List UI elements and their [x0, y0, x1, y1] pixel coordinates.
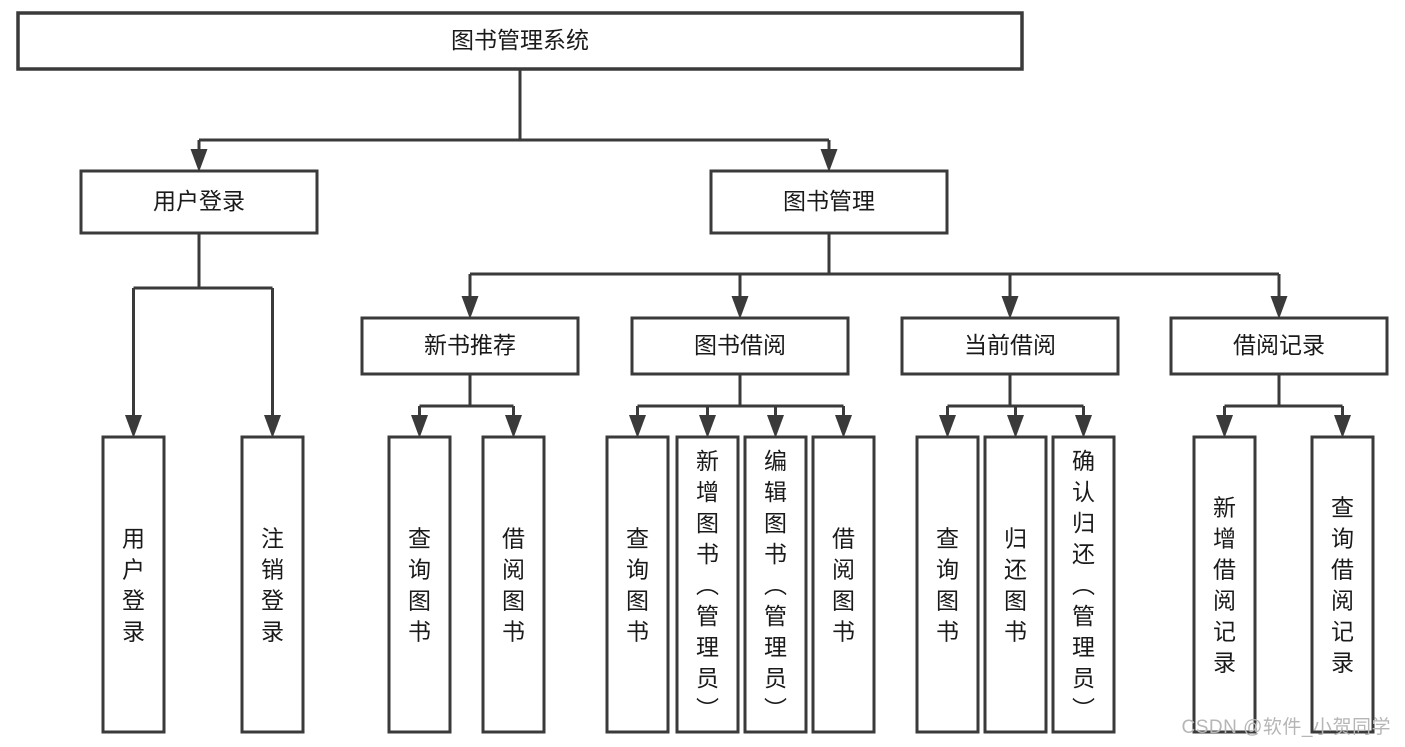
- node-current[interactable]: 当前借阅: [900, 316, 1120, 376]
- node-box[interactable]: [1310, 435, 1375, 734]
- node-box[interactable]: [387, 435, 452, 734]
- connector-group-records: [1216, 374, 1351, 438]
- node-box[interactable]: [79, 169, 319, 235]
- node-leaf-borrow-add[interactable]: 新增图书︵管理员︶: [675, 435, 740, 734]
- node-leaf-current-query[interactable]: 查询图书: [915, 435, 980, 734]
- arrow-head-icon: [731, 296, 749, 319]
- node-label: 查询图书: [408, 526, 431, 645]
- node-leaf-user-logout[interactable]: 注销登录: [240, 435, 305, 734]
- arrow-head-icon: [505, 415, 522, 438]
- arrow-head-icon: [1001, 296, 1019, 319]
- connector-group-login: [125, 233, 281, 438]
- connections-layer: [125, 69, 1351, 438]
- node-box[interactable]: [101, 435, 166, 734]
- node-label: 图书管理: [783, 188, 875, 214]
- node-label: 新增图书︵管理员︶: [696, 448, 719, 722]
- node-label: 用户登录: [153, 188, 245, 214]
- node-box[interactable]: [743, 435, 808, 734]
- arrow-head-icon: [820, 149, 838, 172]
- arrow-head-icon: [264, 415, 281, 438]
- node-box[interactable]: [675, 435, 740, 734]
- connector-group-root: [190, 69, 838, 172]
- node-label: 用户登录: [122, 526, 145, 645]
- node-label: 图书管理系统: [451, 27, 589, 53]
- node-label: 借阅记录: [1233, 332, 1325, 358]
- connector-group-borrow: [629, 374, 852, 438]
- node-label: 查询图书: [626, 526, 649, 645]
- node-records[interactable]: 借阅记录: [1169, 316, 1389, 376]
- node-box[interactable]: [1192, 435, 1257, 734]
- arrow-head-icon: [411, 415, 428, 438]
- node-leaf-current-return[interactable]: 归还图书: [983, 435, 1048, 734]
- node-leaf-borrow-query[interactable]: 查询图书: [605, 435, 670, 734]
- arrow-head-icon: [1007, 415, 1024, 438]
- node-newbook[interactable]: 新书推荐: [360, 316, 580, 376]
- node-label: 新增借阅记录: [1213, 495, 1236, 676]
- connector-group-current: [939, 374, 1092, 438]
- node-box[interactable]: [16, 11, 1024, 71]
- arrow-head-icon: [835, 415, 852, 438]
- node-box[interactable]: [630, 316, 850, 376]
- node-leaf-record-query[interactable]: 查询借阅记录: [1310, 435, 1375, 734]
- node-box[interactable]: [1169, 316, 1389, 376]
- node-box[interactable]: [983, 435, 1048, 734]
- connector-group-newbook: [411, 374, 522, 438]
- node-box[interactable]: [915, 435, 980, 734]
- node-box[interactable]: [709, 169, 949, 235]
- node-label: 注销登录: [261, 526, 284, 645]
- node-label: 归还图书: [1004, 526, 1027, 645]
- node-label: 借阅图书: [832, 526, 855, 645]
- node-leaf-record-add[interactable]: 新增借阅记录: [1192, 435, 1257, 734]
- arrow-head-icon: [629, 415, 646, 438]
- node-box[interactable]: [605, 435, 670, 734]
- node-box[interactable]: [811, 435, 876, 734]
- arrow-head-icon: [699, 415, 716, 438]
- node-box[interactable]: [240, 435, 305, 734]
- node-label: 确认归还︵管理员︶: [1072, 448, 1095, 722]
- arrow-head-icon: [1216, 415, 1233, 438]
- node-label: 借阅图书: [502, 526, 525, 645]
- arrow-head-icon: [1270, 296, 1288, 319]
- node-leaf-borrow-edit[interactable]: 编辑图书︵管理员︶: [743, 435, 808, 734]
- arrow-head-icon: [767, 415, 784, 438]
- arrow-head-icon: [190, 149, 208, 172]
- node-root[interactable]: 图书管理系统: [16, 11, 1024, 71]
- arrow-head-icon: [1075, 415, 1092, 438]
- node-label: 当前借阅: [964, 332, 1056, 358]
- arrow-head-icon: [125, 415, 142, 438]
- node-leaf-borrow-lend[interactable]: 借阅图书: [811, 435, 876, 734]
- node-box[interactable]: [360, 316, 580, 376]
- nodes-layer: 图书管理系统用户登录图书管理新书推荐图书借阅当前借阅借阅记录用户登录注销登录查询…: [16, 11, 1389, 734]
- node-leaf-new-borrow[interactable]: 借阅图书: [481, 435, 546, 734]
- connector-group-bookmgmt: [461, 233, 1288, 319]
- node-label: 新书推荐: [424, 332, 516, 358]
- node-bookmgmt[interactable]: 图书管理: [709, 169, 949, 235]
- arrow-head-icon: [939, 415, 956, 438]
- arrow-head-icon: [1334, 415, 1351, 438]
- node-borrow[interactable]: 图书借阅: [630, 316, 850, 376]
- node-box[interactable]: [481, 435, 546, 734]
- node-box[interactable]: [1051, 435, 1116, 734]
- node-login[interactable]: 用户登录: [79, 169, 319, 235]
- node-box[interactable]: [900, 316, 1120, 376]
- node-leaf-new-query[interactable]: 查询图书: [387, 435, 452, 734]
- node-label: 查询借阅记录: [1331, 495, 1354, 676]
- node-label: 图书借阅: [694, 332, 786, 358]
- node-leaf-user-login[interactable]: 用户登录: [101, 435, 166, 734]
- node-label: 编辑图书︵管理员︶: [764, 448, 787, 722]
- node-leaf-current-confirm[interactable]: 确认归还︵管理员︶: [1051, 435, 1116, 734]
- node-label: 查询图书: [936, 526, 959, 645]
- arrow-head-icon: [461, 296, 479, 319]
